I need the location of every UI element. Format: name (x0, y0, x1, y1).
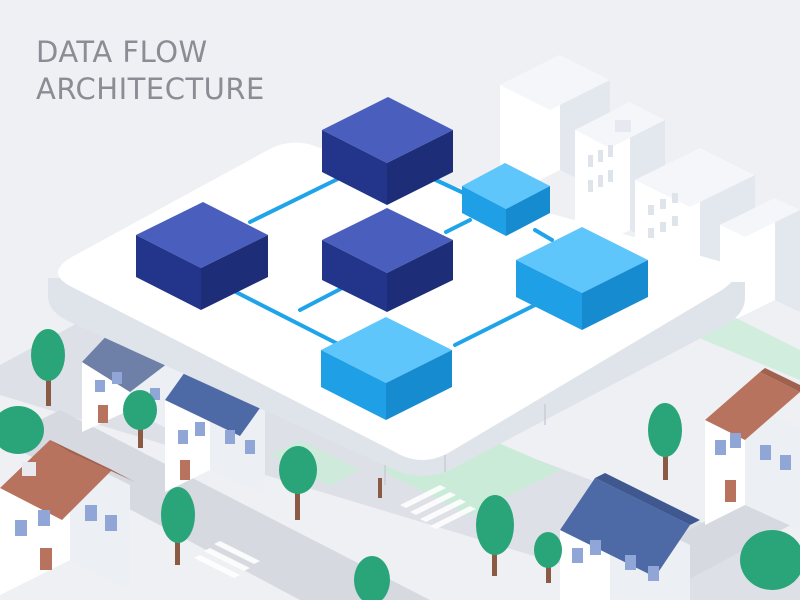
tree (476, 495, 514, 576)
connector-upperright-center (444, 218, 472, 234)
tree (279, 446, 317, 520)
platform-legs (384, 404, 546, 485)
title-line-2: ARCHITECTURE (36, 72, 265, 106)
node-bottom-light (321, 317, 452, 420)
house-bottom-right (560, 473, 700, 600)
house-right (705, 368, 800, 530)
diagram-title: DATA FLOW ARCHITECTURE (36, 34, 265, 108)
tree (648, 403, 682, 480)
tree (354, 556, 390, 600)
tree (31, 329, 65, 406)
tree (0, 406, 44, 454)
connector-bottom-right (453, 298, 547, 347)
trees (0, 329, 800, 600)
node-center-dark (322, 208, 453, 312)
node-right-light (516, 227, 648, 330)
tree (378, 478, 382, 498)
tree (161, 487, 195, 565)
tree (740, 530, 800, 590)
node-top-dark (322, 97, 453, 205)
connector-upperright-right (533, 228, 554, 242)
tree (534, 532, 562, 583)
title-line-1: DATA FLOW (36, 35, 208, 69)
node-upper-right-light (462, 163, 550, 236)
house-bottom-left (0, 440, 135, 595)
crosswalk (400, 485, 476, 529)
nodes (136, 97, 648, 420)
connector-left-bottom (230, 288, 342, 347)
connector-left-top (248, 170, 354, 224)
tree (123, 390, 157, 448)
node-left-dark (136, 202, 268, 310)
crosswalk-left (194, 541, 260, 578)
